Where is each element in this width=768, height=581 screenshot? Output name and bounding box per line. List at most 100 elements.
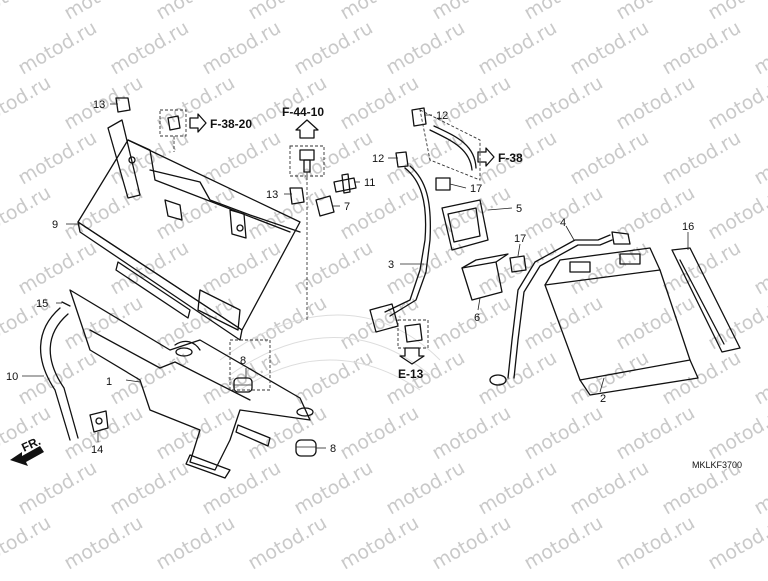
watermark-text: motod.ru [474,457,560,520]
ref-arrow-f44-10 [295,119,319,139]
watermark-text: motod.ru [290,457,376,520]
watermark-text: motod.ru [198,17,284,80]
watermark-text: motod.ru [244,0,330,24]
watermark-text: motod.ru [520,292,606,355]
watermark-text: motod.ru [428,512,514,575]
bolt-f38-20 [159,109,187,152]
ref-arrow-f38-20 [189,113,207,133]
watermark-text: motod.ru [750,457,768,520]
watermark-text: motod.ru [14,457,100,520]
watermark-text: motod.ru [244,72,330,135]
watermark-text: motod.ru [152,182,238,245]
watermark-text: motod.ru [428,0,514,24]
ref-label-f38-20: F-38-20 [210,117,252,131]
relay-cover [461,253,509,301]
watermark-text: motod.ru [520,512,606,575]
watermark-text: motod.ru [704,72,768,135]
negative-cable [489,231,631,386]
watermark-text: motod.ru [658,237,744,300]
watermark-text: motod.ru [336,512,422,575]
watermark-text: motod.ru [566,237,652,300]
callout-8-upper: 8 [240,355,246,367]
watermark-text: motod.ru [336,0,422,24]
battery-band [671,247,741,353]
watermark-text: motod.ru [704,292,768,355]
watermark-text: motod.ru [290,237,376,300]
ref-label-e13: E-13 [398,367,424,381]
watermark-text: motod.ru [106,457,192,520]
callout-14: 14 [91,444,103,456]
watermark-text: motod.ru [244,182,330,245]
callout-8-lower: 8 [330,443,336,455]
watermark-text: motod.ru [60,512,146,575]
watermark-text: motod.ru [290,17,376,80]
watermark-text: motod.ru [198,457,284,520]
watermark-text: motod.ru [152,0,238,24]
watermark-text: motod.ru [60,0,146,24]
watermark-text: motod.ru [198,237,284,300]
tube-clip [89,410,109,433]
collar [315,195,335,217]
drawing-code: MKLKF3700 [692,460,742,470]
watermark-text: motod.ru [612,292,698,355]
watermark-text: motod.ru [428,292,514,355]
cable-f38 [419,109,481,181]
watermark-text: motod.ru [106,17,192,80]
watermark-text: motod.ru [0,182,55,245]
watermark-text: motod.ru [750,237,768,300]
watermark-text: motod.ru [612,512,698,575]
watermark-text: motod.ru [566,127,652,190]
watermark-text: motod.ru [152,402,238,465]
watermark-text: motod.ru [106,127,192,190]
ref-label-f44-10: F-44-10 [282,105,324,119]
watermark-text: motod.ru [658,347,744,410]
callout-11: 11 [364,177,375,189]
watermark-text: motod.ru [520,0,606,24]
watermark-text: motod.ru [658,127,744,190]
watermark-text: motod.ru [106,347,192,410]
battery-box [77,119,301,341]
callout-10: 10 [6,371,18,383]
watermark-text: motod.ru [336,402,422,465]
watermark-text: motod.ru [750,127,768,190]
watermark-text: motod.ru [428,72,514,135]
rubber-mount-lower [295,439,317,457]
watermark-text: motod.ru [0,512,55,575]
ref-arrow-f38 [477,147,495,167]
battery-bracket [69,289,314,479]
clip-13-middle [289,187,305,205]
front-direction-arrow [10,446,44,466]
callout-13-middle: 13 [266,189,278,201]
drain-tube [39,307,79,441]
watermark-text: motod.ru [474,347,560,410]
nut-e13 [397,319,429,349]
callout-12-upper: 12 [436,110,448,122]
watermark-text: motod.ru [382,17,468,80]
watermark-text: motod.ru [612,182,698,245]
callout-2: 2 [600,393,606,405]
mount-detail-box [229,339,271,391]
watermark-text: motod.ru [612,0,698,24]
callout-5: 5 [516,203,522,215]
watermark-text: motod.ru [382,457,468,520]
callout-16: 16 [682,221,694,233]
watermark-text: motod.ru [658,17,744,80]
nut-12-lower [395,151,409,168]
watermark-text: motod.ru [14,127,100,190]
bolt-11 [333,173,357,194]
callout-7: 7 [344,201,350,213]
watermark-text: motod.ru [750,17,768,80]
watermark-text: motod.ru [704,182,768,245]
watermark-text: motod.ru [0,0,55,24]
watermark-text: motod.ru [152,512,238,575]
watermark-text: motod.ru [520,402,606,465]
small-clip [61,301,71,307]
watermark-text: motod.ru [14,237,100,300]
battery [544,247,699,396]
leader-lines [22,103,689,449]
callout-15: 15 [36,298,48,310]
watermark-text: motod.ru [60,182,146,245]
clip-13-upper [115,97,131,113]
